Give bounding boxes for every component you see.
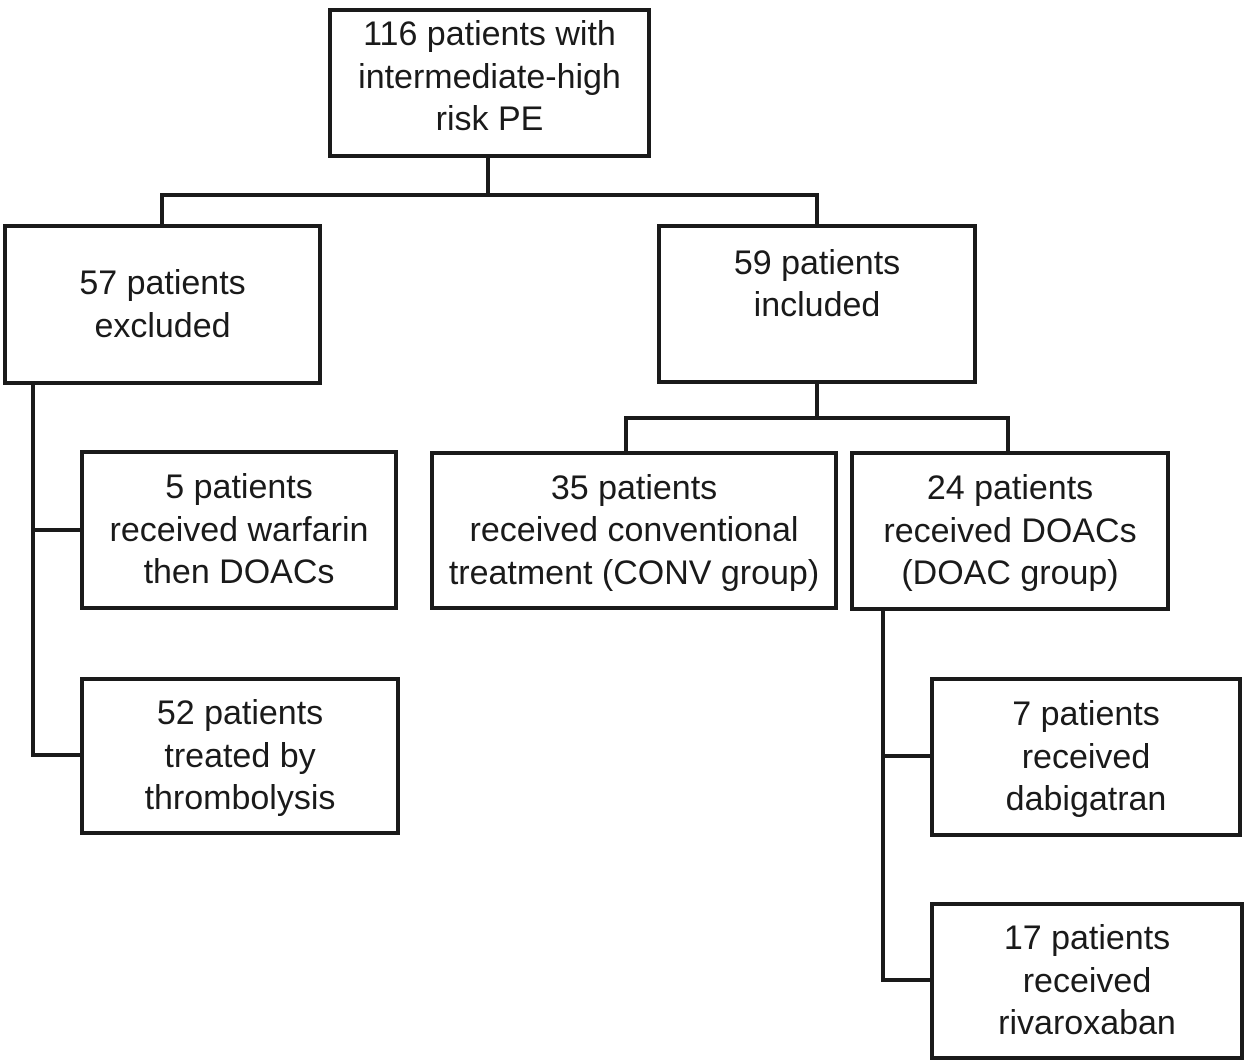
node-included-label: 59 patients included (733, 243, 901, 325)
connector-included-stem (815, 383, 819, 420)
connector-drop-conventional (624, 416, 628, 451)
node-thrombolysis: 52 patients treated by thrombolysis (80, 677, 400, 835)
connector-drop-doac (1006, 416, 1010, 451)
node-total-patients-label: 116 patients with intermediate-high risk… (358, 15, 621, 139)
connector-stub-rivaroxaban (881, 978, 930, 982)
connector-stub-thrombolysis (31, 753, 80, 757)
node-warfarin-then-doacs-label: 5 patients received warfarin then DOACs (109, 468, 369, 592)
node-doac-group: 24 patients received DOACs (DOAC group) (850, 451, 1170, 611)
node-included: 59 patients included (657, 224, 977, 384)
connector-drop-excluded (160, 193, 164, 226)
node-warfarin-then-doacs: 5 patients received warfarin then DOACs (80, 450, 398, 610)
node-dabigatran: 7 patients received dabigatran (930, 677, 1242, 837)
node-conventional-treatment-label: 35 patients received conventional treatm… (448, 468, 820, 592)
node-doac-group-label: 24 patients received DOACs (DOAC group) (883, 469, 1137, 593)
connector-doac-stem (881, 609, 885, 982)
node-dabigatran-label: 7 patients received dabigatran (1005, 695, 1167, 819)
node-conventional-treatment: 35 patients received conventional treatm… (430, 451, 838, 610)
connector-excluded-stem (31, 384, 35, 757)
node-excluded-label: 57 patients excluded (79, 264, 246, 345)
connector-stub-dabigatran (881, 754, 930, 758)
node-rivaroxaban-label: 17 patients received rivaroxaban (998, 919, 1176, 1043)
node-rivaroxaban: 17 patients received rivaroxaban (930, 902, 1244, 1060)
connector-total-stem (486, 156, 490, 197)
node-total-patients: 116 patients with intermediate-high risk… (328, 8, 651, 158)
connector-stub-warfarin (31, 528, 80, 532)
node-thrombolysis-label: 52 patients treated by thrombolysis (144, 694, 336, 818)
connector-drop-included (815, 193, 819, 226)
node-excluded: 57 patients excluded (3, 224, 322, 385)
connector-included-split-bar (624, 416, 1010, 420)
connector-total-split-bar (160, 193, 819, 197)
